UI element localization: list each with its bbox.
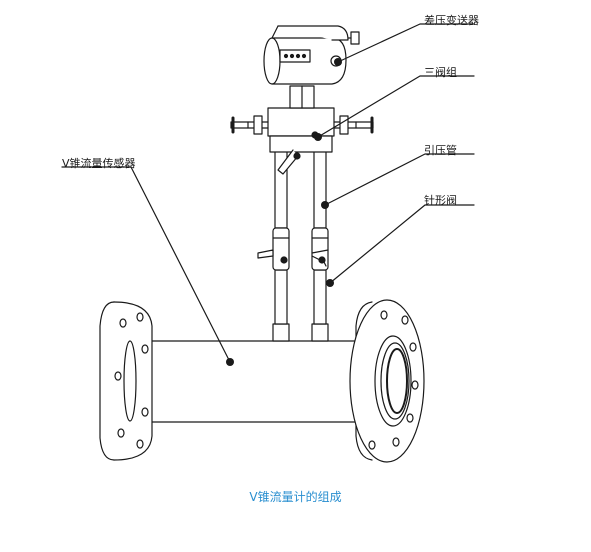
right-flange-bolt-holes [368,310,419,450]
needle-valves [257,227,329,271]
left-flange [99,301,153,461]
flow-pipe [129,340,359,423]
three-valve-manifold [230,107,374,175]
three-valve-manifold-label: 三阀组 [424,66,457,79]
v-cone-sensor-label: V锥流量传感器 [62,157,136,170]
impulse-tube-label: 引压管 [424,144,457,157]
pressure-taps [272,323,329,342]
diagram-caption: V锥流量计的组成 [249,490,342,504]
leader-lines [61,23,475,366]
transmitter-label: 差压变送器 [424,14,479,27]
needle-valve-label: 针形阀 [424,194,457,207]
left-flange-bolt-holes [114,312,149,449]
right-flange [349,299,425,463]
differential-pressure-transmitter [263,25,360,109]
